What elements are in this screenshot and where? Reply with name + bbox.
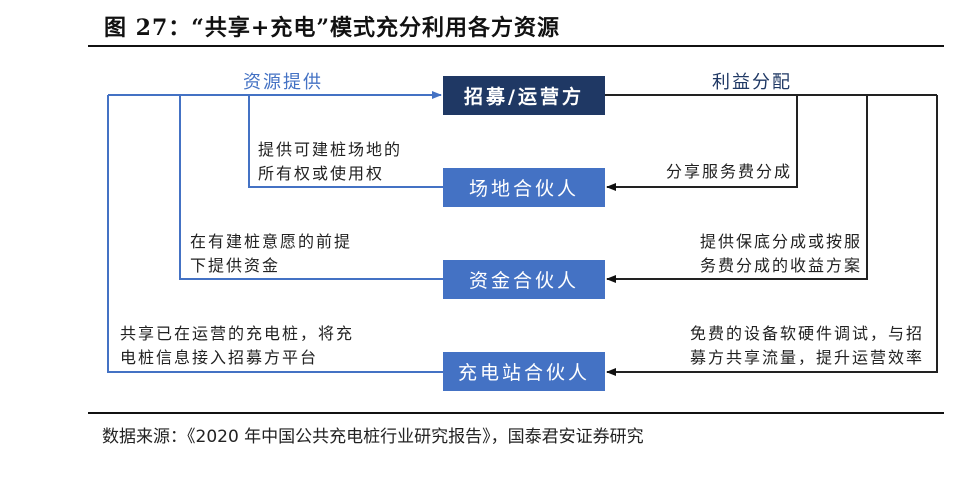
resource-provision-label: 资源提供 xyxy=(243,72,323,93)
benefit-distribution-label: 利益分配 xyxy=(712,72,792,93)
charging-partner-provides: 共享已在运营的充电桩，将充 电桩信息接入招募方平台 xyxy=(120,324,355,367)
capital-partner-node: 资金合伙人 xyxy=(443,260,605,299)
recruiter-operator-node: 招募/运营方 xyxy=(443,76,605,115)
source-note: 数据来源：《2020 年中国公共充电桩行业研究报告》，国泰君安证券研究 xyxy=(102,427,644,447)
site-partner-receives: 分享服务费分成 xyxy=(665,162,792,181)
capital-partner-receives: 提供保底分成或按服 务费分成的收益方案 xyxy=(699,232,862,275)
charging-partner-receives: 免费的设备软硬件调试，与招 募方共享流量，提升运营效率 xyxy=(689,324,924,367)
bottom-divider xyxy=(88,412,944,414)
capital-partner-provides: 在有建桩意愿的前提 下提供资金 xyxy=(190,232,353,275)
top-divider xyxy=(88,45,944,47)
figure-title: 图 27：“共享+充电”模式充分利用各方资源 xyxy=(104,15,561,41)
site-partner-node: 场地合伙人 xyxy=(443,168,605,207)
site-partner-provides: 提供可建桩场地的 所有权或使用权 xyxy=(258,140,403,183)
charging-station-partner-node: 充电站合伙人 xyxy=(443,352,605,391)
